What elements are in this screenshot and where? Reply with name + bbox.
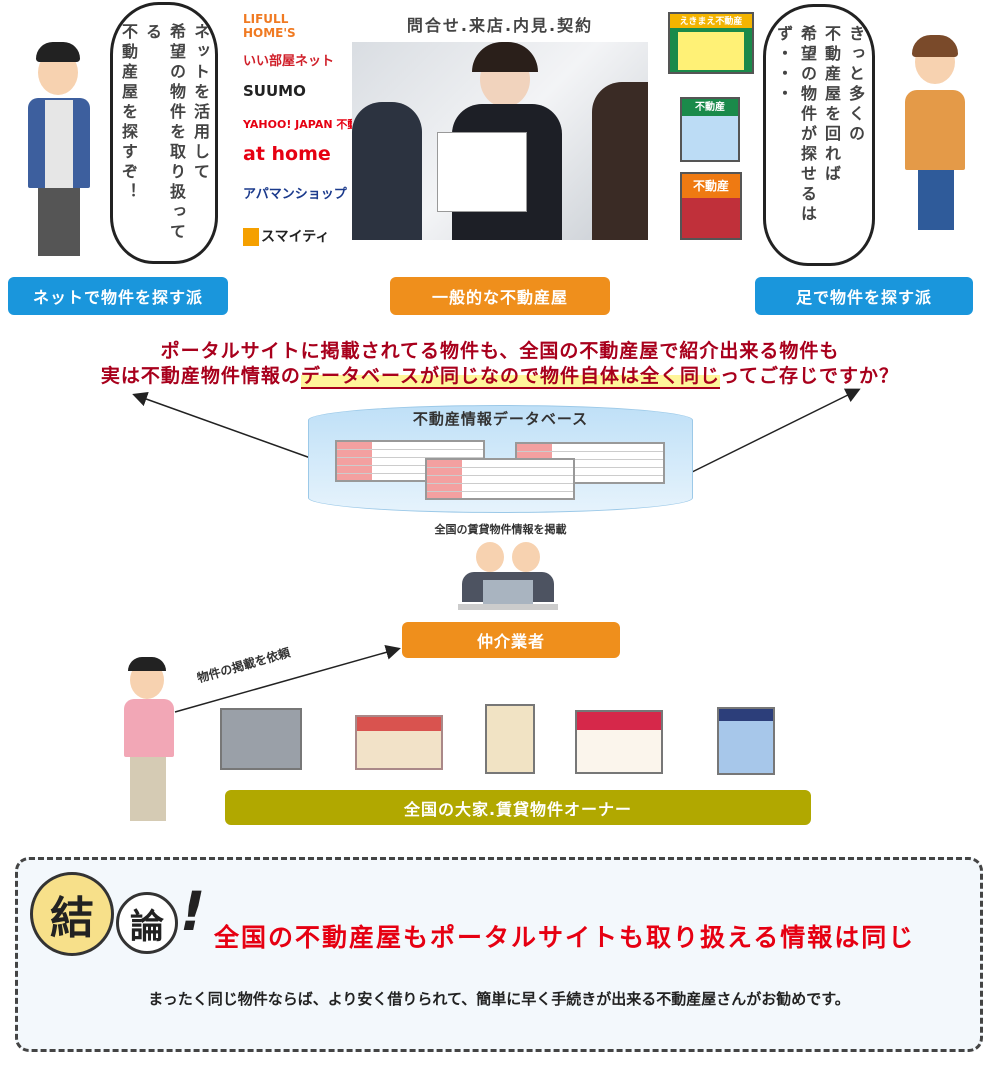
left-speech-bubble: ネットを活用して希望の物件を取り扱ってる不動産屋を探すぞ！ — [110, 2, 218, 264]
arrow-to-shops — [679, 388, 861, 479]
message-line-2: 実は不動産物件情報のデータベースが同じなので物件自体は全く同じってご存じですか？ — [100, 365, 900, 389]
woman-with-phone-illustration — [900, 35, 970, 240]
conclusion-badge: 結 論 ! — [30, 872, 211, 962]
right-bubble-text: きっと多くの不動産屋を回れば希望の物件が探せるはず・・・ — [774, 25, 865, 225]
fudosan-shop-green-illustration: 不動産 — [680, 97, 740, 162]
blue-roof-building-icon — [717, 707, 775, 775]
red-roof-apartment-icon — [575, 710, 663, 774]
houses-icon — [355, 715, 443, 770]
iiheya-net-logo: いい部屋ネット — [243, 54, 335, 69]
label-broker: 仲介業者 — [402, 622, 620, 658]
photo-title: 問合せ.来店.内見.契約 — [406, 16, 594, 35]
message-highlight: データベースが同じなので物件自体は全く同じ — [300, 365, 720, 389]
database-title: 不動産情報データベース — [412, 410, 589, 428]
label-owners: 全国の大家.賃貸物件オーナー — [225, 790, 811, 825]
lifull-homes-logo: LIFULL HOME'S — [243, 12, 296, 40]
database-caption: 全国の賃貸物件情報を掲載 — [434, 523, 567, 536]
label-foot-searchers: 足で物件を探す派 — [755, 277, 973, 315]
athome-logo: at home — [243, 143, 331, 165]
fudosan-shop-orange-illustration: 不動産 — [680, 172, 742, 240]
right-speech-bubble: きっと多くの不動産屋を回れば希望の物件が探せるはず・・・ — [763, 4, 875, 266]
yahoo-fudosan-logo: YAHOO! JAPAN 不動産 — [243, 118, 370, 131]
label-net-searchers: ネットで物件を探す派 — [8, 277, 228, 315]
owner-man-illustration — [122, 657, 182, 825]
apamanshop-logo: アパマンショップ — [243, 187, 347, 202]
real-estate-agent-photo — [352, 42, 648, 240]
database-table — [425, 458, 575, 500]
label-general-agency: 一般的な不動産屋 — [390, 277, 610, 315]
broker-workers-illustration — [458, 542, 558, 612]
message-line-1: ポータルサイトに掲載されてる物件も、全国の不動産屋で紹介出来る物件も — [160, 340, 840, 362]
apartment-building-icon — [220, 708, 302, 770]
smaity-logo: スマイティ — [243, 226, 329, 246]
conclusion-heading: 全国の不動産屋もポータルサイトも取り扱える情報は同じ — [214, 923, 916, 952]
conclusion-box — [15, 857, 983, 1052]
arrow-to-portals — [132, 391, 331, 466]
man-with-phone-illustration — [20, 40, 100, 260]
ekimae-shop-illustration: えきまえ不動産 — [668, 12, 754, 74]
conclusion-body: まったく同じ物件ならば、より安く借りられて、簡単に早く手続きが出来る不動産屋さん… — [148, 990, 850, 1008]
left-bubble-text: ネットを活用して希望の物件を取り扱ってる不動産屋を探すぞ！ — [119, 23, 210, 243]
suumo-logo: SUUMO — [243, 82, 306, 100]
arrow-to-broker — [174, 645, 401, 713]
mansion-building-icon — [485, 704, 535, 774]
